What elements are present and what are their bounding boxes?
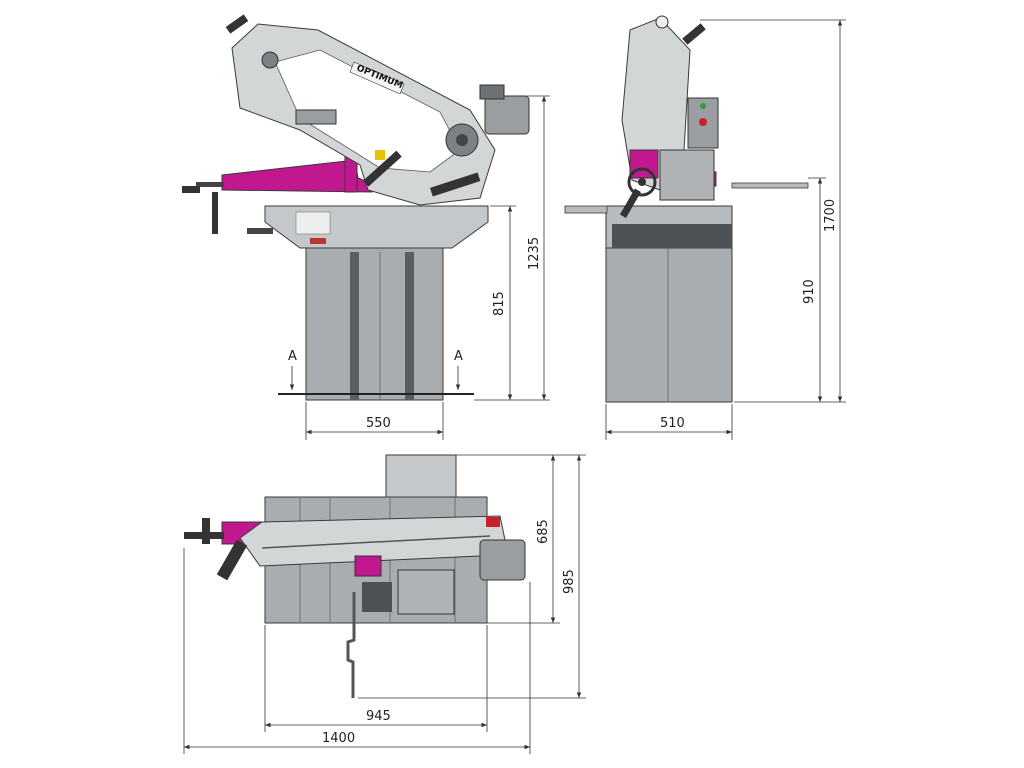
side-green-button [700, 103, 706, 109]
dim-top-width-total: 1400 [322, 731, 355, 746]
top-motor [479, 539, 526, 581]
front-brand-plate [349, 61, 405, 95]
dim-top-depth-base: 685 [536, 519, 551, 544]
section-mark-right: A [454, 349, 463, 364]
front-view: OPTIMUM A A 550 815 1235 [182, 14, 550, 440]
top-foot-lever [346, 592, 356, 698]
dim-front-height-total: 1235 [527, 237, 542, 270]
dim-side-base-width: 510 [660, 416, 685, 431]
front-blade-guide [295, 109, 337, 125]
top-control-handle [216, 539, 248, 581]
dim-side-height-total: 1700 [823, 199, 838, 232]
front-vice-spindle [196, 182, 224, 187]
side-handwheel-hub [638, 178, 646, 186]
side-gauge [655, 15, 669, 29]
front-motor-box [479, 84, 505, 100]
front-spring [429, 172, 481, 197]
side-rail-left [564, 205, 608, 214]
top-view: 945 1400 685 985 [183, 454, 586, 754]
front-base-cabinet [305, 247, 444, 401]
front-tension-knob [261, 51, 279, 69]
dim-top-depth-total: 985 [562, 569, 577, 594]
top-red-button [486, 517, 500, 527]
dim-side-height-table: 910 [802, 279, 817, 304]
top-gearbox [397, 569, 455, 615]
front-top-handle [225, 14, 249, 34]
side-clamp-lever [619, 188, 641, 218]
top-motor-housing [385, 454, 457, 498]
top-vice-knob [202, 518, 210, 544]
front-vice-lever [212, 192, 218, 234]
side-rail-right [731, 182, 809, 189]
dim-front-base-width: 550 [366, 416, 391, 431]
front-gear-hub [456, 134, 468, 146]
top-gearbox-dark [362, 582, 392, 612]
side-base-dark-band [612, 224, 732, 248]
top-blade [261, 535, 491, 549]
side-gearbox [659, 149, 715, 201]
front-base-rail-right [405, 252, 414, 400]
side-view: 510 910 1700 [564, 15, 846, 440]
front-bow-inner [274, 49, 461, 173]
section-mark-left: A [288, 349, 297, 364]
front-blade-guide-yellow [375, 150, 385, 160]
dim-front-height-table: 815 [492, 291, 507, 316]
dim-top-width-base: 945 [366, 709, 391, 724]
front-vice-handle [182, 186, 200, 193]
front-motor [484, 95, 530, 135]
side-top-handle [682, 23, 706, 45]
side-handwheel [627, 167, 657, 197]
front-base-rail-left [350, 252, 359, 400]
front-foot-pedal [247, 228, 273, 234]
side-base-cabinet [605, 247, 733, 403]
front-label-sticker [295, 211, 331, 235]
side-red-button [699, 118, 707, 126]
top-magenta-block [354, 555, 382, 577]
front-warning-sticker [310, 238, 326, 244]
front-clamp-lever [362, 150, 402, 187]
